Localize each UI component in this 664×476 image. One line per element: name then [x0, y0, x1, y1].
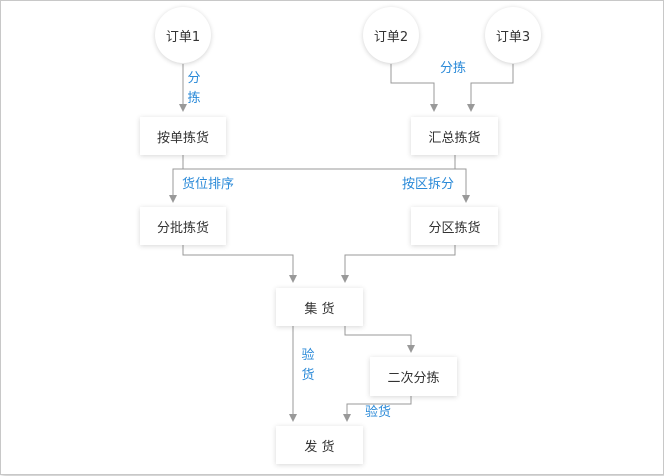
edge-order3-to-summary-pick	[467, 64, 514, 112]
edge-second-sort-to-ship	[343, 396, 412, 422]
edge-batch-pick-to-consolidate	[182, 245, 297, 283]
summary-pick-node: 汇总拣货	[411, 117, 498, 155]
order-3-node: 订单3	[485, 7, 541, 63]
label-sort-right: 分拣	[440, 61, 467, 76]
order-1-node: 订单1	[155, 7, 211, 63]
label-sort-left: 分拣	[187, 71, 201, 106]
second-sort-node: 二次分拣	[370, 357, 457, 396]
zone-pick-node: 分区拣货	[411, 207, 498, 245]
label-inspect-left: 验货	[301, 348, 315, 383]
consolidate-node: 集 货	[276, 288, 363, 326]
edge-consolidate-to-second-sort	[344, 326, 415, 353]
edge-zone-pick-to-consolidate	[341, 245, 456, 283]
label-split-by-zone: 按区拆分	[402, 177, 455, 192]
batch-pick-node: 分批拣货	[140, 207, 226, 245]
edge-order2-to-summary-pick	[390, 64, 438, 112]
label-inspect-right: 验货	[365, 405, 392, 420]
edge-summary-pick-to-zone-pick	[454, 155, 470, 203]
pick-by-order-node: 按单拣货	[140, 117, 226, 155]
label-sort-by-location: 货位排序	[182, 177, 235, 192]
ship-node: 发 货	[276, 426, 363, 464]
order-2-node: 订单2	[363, 7, 419, 63]
